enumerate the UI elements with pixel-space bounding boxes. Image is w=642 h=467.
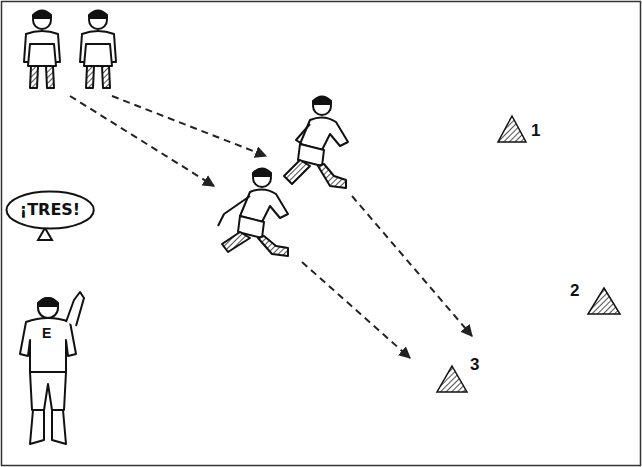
player-running [284,97,348,189]
callout-text: ¡TRES! [5,201,95,219]
bubble-tail [38,228,52,240]
player-standing [80,11,116,89]
cone-number: 3 [470,356,479,373]
shirt-letter: E [42,326,51,340]
cone-number: 2 [570,282,579,299]
player-running [218,169,288,257]
cone [437,116,620,392]
player-standing [24,11,60,89]
speech-bubble: ¡TRES! [5,190,95,230]
coach-figure [20,292,84,444]
run-arrow [70,96,472,358]
cone-number: 1 [531,122,540,139]
